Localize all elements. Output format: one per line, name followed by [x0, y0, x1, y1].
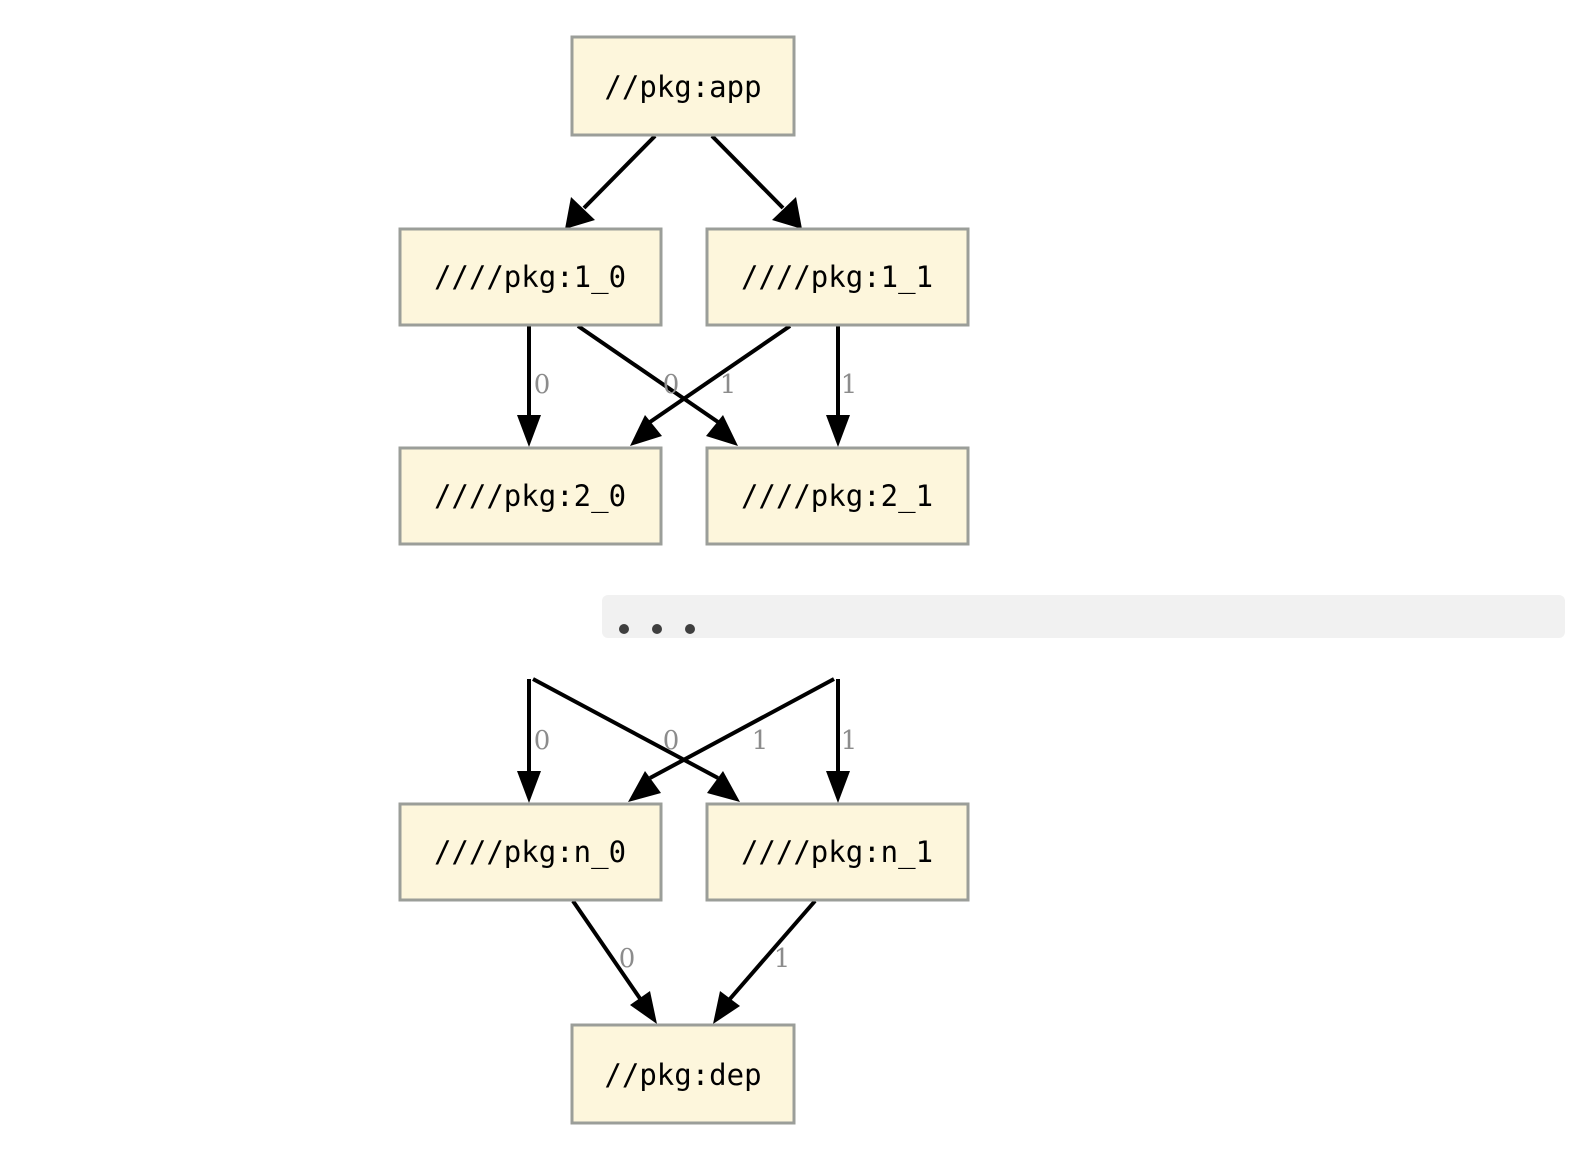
node-box — [570, 1023, 796, 1125]
node-box — [705, 446, 970, 546]
edge-line — [582, 134, 657, 210]
edge-group-level1-to-level2: 0 0 1 1 — [517, 324, 858, 447]
ellipsis-band — [602, 595, 1565, 638]
edge-label-lower-0-mid: 0 — [663, 726, 680, 756]
node-pkg-n-1[interactable]: ////pkg:n_1 — [705, 802, 970, 902]
edge-line — [648, 324, 792, 424]
node-dep[interactable]: //pkg:dep — [570, 1023, 796, 1125]
arrowhead — [630, 991, 657, 1024]
edge-1_0-to-2_0[interactable] — [517, 326, 541, 447]
node-box — [398, 802, 663, 902]
arrowhead — [772, 197, 802, 229]
arrowhead — [826, 415, 850, 447]
arrowhead — [630, 415, 662, 446]
arrowhead — [713, 991, 740, 1024]
node-label-app: //pkg:app — [604, 70, 761, 104]
edge-line — [649, 677, 835, 780]
edge-label-lower-1-mid: 1 — [752, 726, 769, 756]
node-box — [398, 227, 663, 327]
node-pkg-2-1[interactable]: ////pkg:2_1 — [705, 446, 970, 546]
edge-line — [571, 899, 643, 1002]
arrowhead — [517, 415, 541, 447]
ellipsis-dot — [685, 624, 695, 634]
node-label-dep: //pkg:dep — [604, 1058, 761, 1092]
node-box — [398, 446, 663, 546]
arrowhead — [565, 197, 595, 229]
node-label-pkg-n-0: ////pkg:n_0 — [434, 835, 626, 870]
ellipsis-separator — [602, 595, 1565, 638]
edge-line — [576, 324, 720, 424]
edge-above-to-n_0[interactable] — [517, 679, 541, 803]
edge-label-dep-0: 0 — [619, 944, 636, 974]
node-pkg-1-0[interactable]: ////pkg:1_0 — [398, 227, 663, 327]
ellipsis-dot — [619, 624, 629, 634]
arrowhead — [707, 771, 740, 802]
node-label-pkg-2-1: ////pkg:2_1 — [741, 479, 933, 514]
node-pkg-n-0[interactable]: ////pkg:n_0 — [398, 802, 663, 902]
edge-label-dep-1: 1 — [774, 944, 791, 974]
edge-group-app-to-level1 — [565, 134, 802, 229]
edge-line — [727, 899, 817, 1002]
arrowhead — [517, 771, 541, 803]
edge-label-lower-1-right: 1 — [841, 726, 858, 756]
node-label-pkg-1-1: ////pkg:1_1 — [741, 260, 933, 295]
edge-1_0-to-2_1[interactable] — [576, 324, 738, 446]
edge-line — [532, 677, 719, 780]
node-pkg-2-0[interactable]: ////pkg:2_0 — [398, 446, 663, 546]
edge-group-leveln-to-dep: 0 1 — [571, 899, 817, 1024]
arrowhead — [706, 415, 738, 446]
edge-above-to-n_1[interactable] — [826, 679, 850, 803]
node-label-pkg-n-1: ////pkg:n_1 — [741, 835, 933, 870]
node-box — [705, 802, 970, 902]
ellipsis-dot — [652, 624, 662, 634]
edge-label-upper-0-mid: 0 — [663, 370, 680, 400]
edge-app-to-1_0[interactable] — [565, 134, 657, 229]
edge-n_1-to-dep[interactable] — [713, 899, 817, 1024]
edge-app-to-1_1[interactable] — [710, 134, 802, 229]
edge-above-to-n_0-from-right[interactable] — [628, 677, 835, 802]
edge-n_0-to-dep[interactable] — [571, 899, 657, 1024]
edge-1_1-to-2_0[interactable] — [630, 324, 792, 446]
edge-group-above-to-leveln: 0 0 1 1 — [517, 677, 858, 803]
node-app[interactable]: //pkg:app — [570, 35, 796, 137]
node-label-pkg-1-0: ////pkg:1_0 — [434, 260, 626, 295]
edge-line — [710, 134, 785, 210]
edge-label-upper-1-right: 1 — [841, 370, 858, 400]
edge-label-lower-0-left: 0 — [534, 726, 551, 756]
node-box — [705, 227, 970, 327]
arrowhead — [628, 771, 661, 802]
edge-label-upper-0-left: 0 — [534, 370, 551, 400]
arrowhead — [826, 771, 850, 803]
node-label-pkg-2-0: ////pkg:2_0 — [434, 479, 626, 514]
node-pkg-1-1[interactable]: ////pkg:1_1 — [705, 227, 970, 327]
edge-above-to-n_1-from-left[interactable] — [532, 677, 740, 802]
node-box — [570, 35, 796, 137]
edge-1_1-to-2_1[interactable] — [826, 326, 850, 447]
edge-label-upper-1-mid: 1 — [720, 370, 737, 400]
